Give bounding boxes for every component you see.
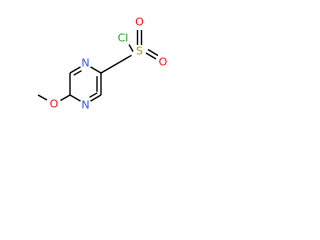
pyrazine-ring bbox=[69, 66, 102, 102]
structure-canvas: N N O S O O Cl bbox=[0, 0, 182, 137]
atom-label-s: S bbox=[136, 45, 143, 58]
bond-s-o-right bbox=[145, 52, 157, 60]
bond-ch2-s bbox=[119, 54, 132, 63]
atom-labels: N N O S O O Cl bbox=[50, 16, 168, 112]
bond-s-cl bbox=[128, 44, 134, 52]
bond-c5-n4 bbox=[69, 94, 81, 102]
bond-n4-c3 bbox=[90, 94, 102, 102]
atom-label-o-methoxy: O bbox=[50, 98, 59, 111]
bond-c2-n1 bbox=[90, 66, 102, 74]
atom-label-n-top: N bbox=[81, 57, 89, 70]
molecule-diagram: N N O S O O Cl bbox=[37, 16, 168, 112]
atom-label-o-sulfonyl-bottom: O bbox=[159, 56, 168, 69]
atom-label-cl: Cl bbox=[118, 32, 129, 45]
substituent-bonds bbox=[37, 30, 159, 102]
bond-o-ch3 bbox=[37, 94, 48, 101]
atom-label-o-sulfonyl-top: O bbox=[135, 16, 144, 29]
atom-label-n-bottom: N bbox=[81, 99, 89, 112]
bond-c2-ch2 bbox=[100, 61, 121, 74]
bond-n4-c3-inner bbox=[89, 92, 98, 98]
bond-c5-o bbox=[60, 94, 71, 102]
bond-s-o-right-2 bbox=[147, 48, 159, 57]
bond-n1-c6-inner bbox=[73, 70, 82, 76]
bond-n1-c6 bbox=[69, 66, 81, 74]
